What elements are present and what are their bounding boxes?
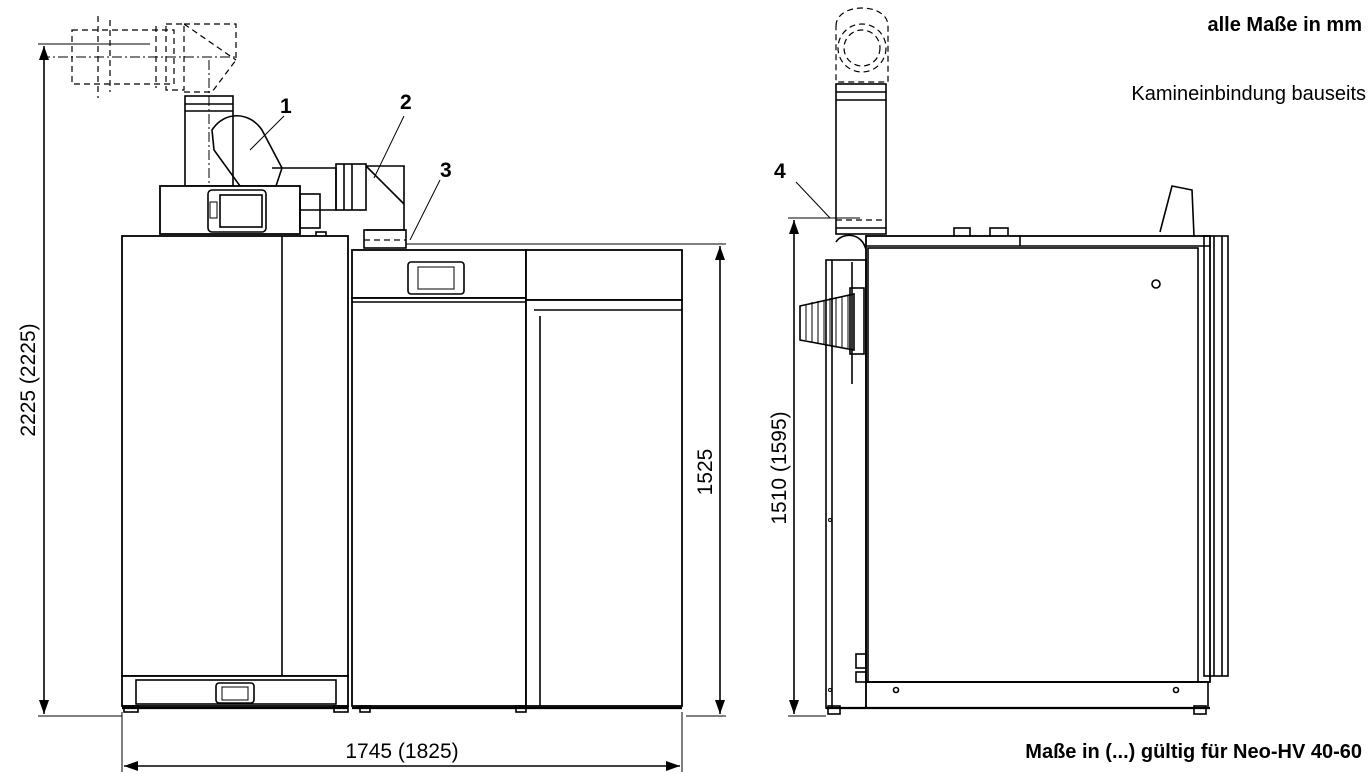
dimension-storage-height: 1525: [694, 449, 717, 496]
side-top-fittings: [953, 185, 1195, 239]
side-front-frame: [825, 234, 867, 709]
boiler-cabinet: [121, 235, 349, 713]
callout-1: 1: [280, 95, 292, 118]
front-view: [38, 16, 726, 772]
optional-flue-pipe: [40, 16, 237, 98]
pellet-storage: [525, 249, 683, 710]
dimension-lines-front: [38, 43, 726, 772]
units-note: alle Maße in mm: [1208, 14, 1363, 36]
callout-4: 4: [774, 160, 786, 183]
side-body: [826, 235, 1229, 715]
boiler-control-head: [159, 185, 327, 239]
optional-flue-elbow: [835, 7, 889, 83]
side-burner-fan: [799, 287, 865, 355]
validity-note: Maße in (...) gültig für Neo-HV 40-60: [1025, 741, 1362, 763]
pellet-unit: [351, 249, 527, 713]
dimension-side-height: 1510 (1595): [768, 411, 791, 524]
callout-2: 2: [400, 91, 412, 114]
side-view: [788, 7, 1229, 717]
dimension-total-width: 1745 (1825): [345, 740, 458, 763]
dimension-lines-side: [788, 181, 860, 717]
chimney-note: Kamineinbindung bauseits: [1131, 83, 1366, 105]
side-flue-pipe: [835, 83, 887, 235]
dimension-total-height: 2225 (2225): [17, 323, 40, 436]
callout-3: 3: [440, 159, 452, 182]
callout-leaders-front: [249, 115, 441, 241]
